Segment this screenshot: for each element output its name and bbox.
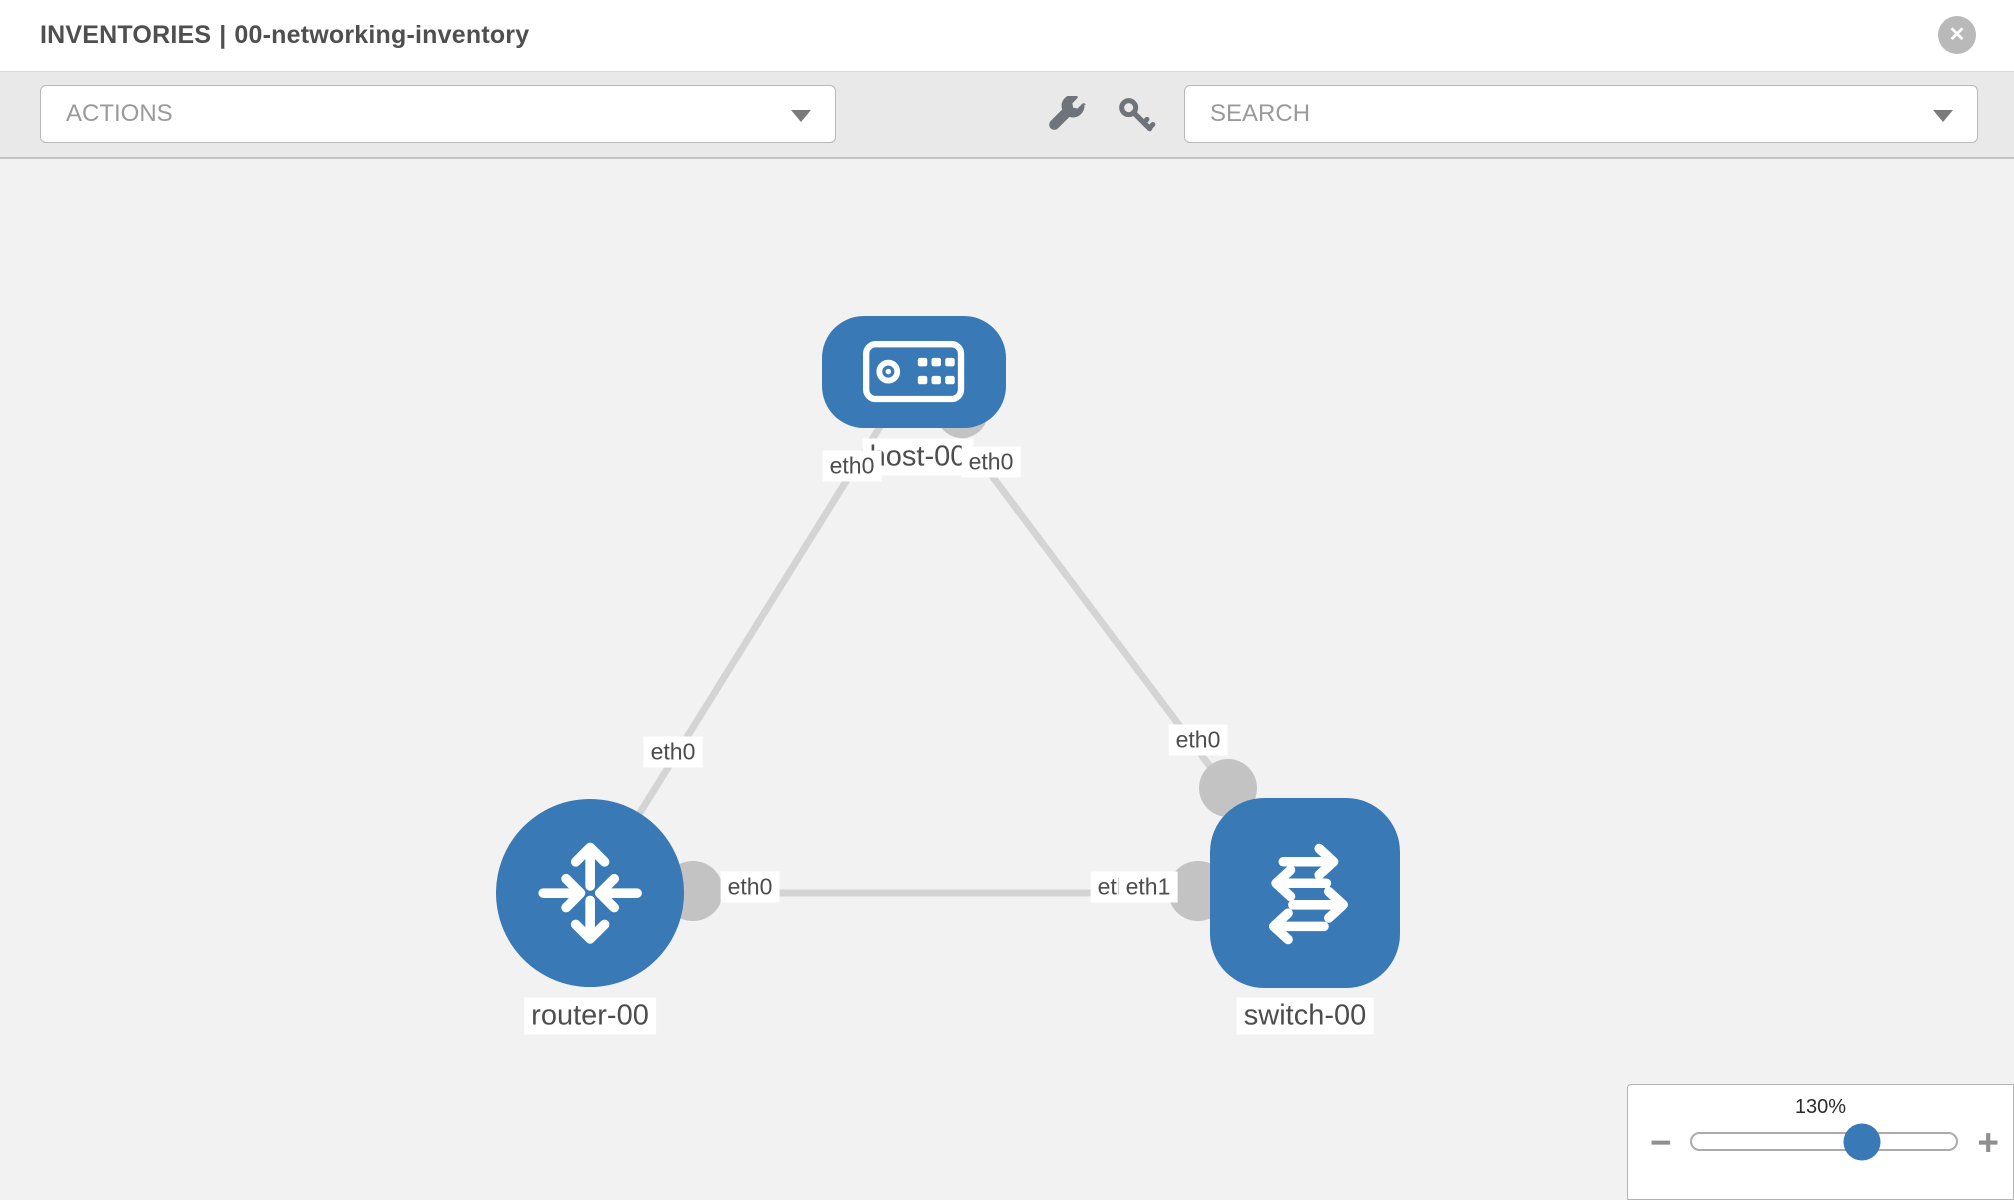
zoom-slider-track[interactable] <box>1690 1123 1958 1160</box>
zoom-level-label: 130% <box>1794 1096 1847 1118</box>
interface-label: eth1 <box>1090 871 1150 903</box>
host-icon <box>863 341 965 403</box>
close-icon: ✕ <box>1948 24 1966 46</box>
zoom-in-button[interactable]: + <box>1977 1122 1999 1163</box>
key-icon <box>1119 98 1156 132</box>
wrench-button[interactable] <box>1045 93 1091 139</box>
interface-label: eth1 <box>1118 871 1178 903</box>
zoom-slider-row: − + <box>1628 1119 2013 1179</box>
page-title: INVENTORIES|00-networking-inventory <box>0 21 537 50</box>
node-label-host-00: host-00 <box>862 438 974 476</box>
actions-dropdown-label: ACTIONS <box>66 100 173 127</box>
interface-label: eth0 <box>720 871 780 903</box>
zoom-control-panel: 130% − + <box>1627 1084 2014 1200</box>
node-switch-00[interactable] <box>1210 798 1400 988</box>
page-title-section: INVENTORIES <box>40 21 212 49</box>
page-title-separator: | <box>219 21 227 49</box>
node-router-00[interactable] <box>496 799 684 987</box>
search-dropdown-label: SEARCH <box>1210 100 1311 127</box>
zoom-slider-thumb[interactable] <box>1843 1123 1881 1160</box>
key-button[interactable] <box>1114 93 1160 139</box>
switch-icon <box>1269 843 1349 945</box>
search-dropdown[interactable]: SEARCH <box>1184 85 1978 143</box>
node-label-router-00: router-00 <box>524 997 656 1035</box>
chevron-down-icon <box>1933 110 1953 122</box>
node-host-00[interactable] <box>822 316 1006 428</box>
chevron-down-icon <box>791 110 811 122</box>
wrench-icon <box>1049 96 1086 130</box>
close-button[interactable]: ✕ <box>1938 16 1976 54</box>
node-label-switch-00: switch-00 <box>1236 997 1374 1035</box>
page-header: INVENTORIES|00-networking-inventory ✕ <box>0 0 2014 72</box>
page-title-inventory-name: 00-networking-inventory <box>234 21 530 49</box>
zoom-out-button[interactable]: − <box>1650 1122 1672 1163</box>
toolbar: ACTIONS SEARCH <box>0 72 2014 159</box>
actions-dropdown[interactable]: ACTIONS <box>40 85 836 143</box>
router-icon <box>538 842 642 944</box>
